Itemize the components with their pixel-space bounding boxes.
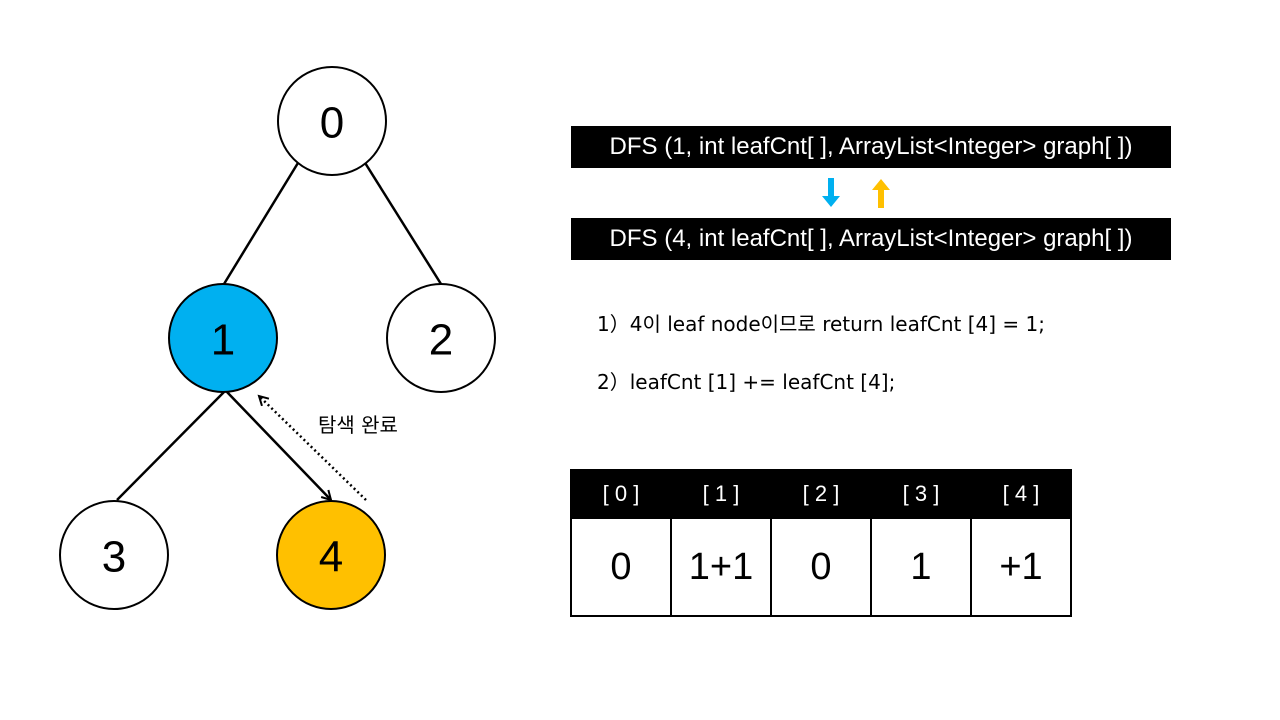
tree-node-0: 0 — [277, 66, 387, 176]
inner-call-box: DFS (4, int leafCnt[ ], ArrayList<Intege… — [571, 218, 1171, 260]
table-header-row: [ 0 ] [ 1 ] [ 2 ] [ 3 ] [ 4 ] — [570, 469, 1072, 519]
step-1-text: 1）4이 leaf node이므로 return leafCnt [4] = 1… — [597, 312, 1045, 336]
edge-1-4 — [226, 391, 331, 500]
tree-node-3: 3 — [59, 500, 169, 610]
arrow-up-icon — [872, 179, 890, 208]
arrow-down-icon — [822, 178, 840, 207]
node-label-4: 4 — [319, 533, 343, 582]
tree-node-2: 2 — [386, 283, 496, 393]
table-header: [ 1 ] — [670, 469, 772, 519]
table-cell: +1 — [970, 517, 1072, 617]
node-label-0: 0 — [320, 99, 344, 148]
tree-diagram: 0 1 2 3 4 탐색 완료 — [59, 66, 496, 610]
node-label-2: 2 — [429, 316, 453, 365]
node-label-3: 3 — [102, 533, 126, 582]
edge-1-3 — [116, 391, 225, 501]
step-2-text: 2）leafCnt [1] += leafCnt [4]; — [597, 370, 896, 394]
node-label-1: 1 — [211, 316, 235, 365]
table-header: [ 0 ] — [570, 469, 672, 519]
table-header: [ 3 ] — [870, 469, 972, 519]
edge-0-1 — [222, 157, 303, 285]
outer-call-box: DFS (1, int leafCnt[ ], ArrayList<Intege… — [571, 126, 1171, 168]
edge-0-2 — [360, 157, 443, 285]
table-header: [ 2 ] — [770, 469, 872, 519]
return-caption: 탐색 완료 — [318, 413, 398, 437]
return-arrow — [259, 396, 367, 501]
table-header: [ 4 ] — [970, 469, 1072, 519]
tree-node-1: 1 — [168, 283, 278, 393]
table-row: 0 1+1 0 1 +1 — [570, 517, 1072, 617]
tree-node-4: 4 — [276, 500, 386, 610]
table-cell: 0 — [770, 517, 872, 617]
leafcnt-array-table: [ 0 ] [ 1 ] [ 2 ] [ 3 ] [ 4 ] 0 1+1 0 1 … — [570, 469, 1072, 617]
table-cell: 1 — [870, 517, 972, 617]
table-cell: 1+1 — [670, 517, 772, 617]
table-cell: 0 — [570, 517, 672, 617]
